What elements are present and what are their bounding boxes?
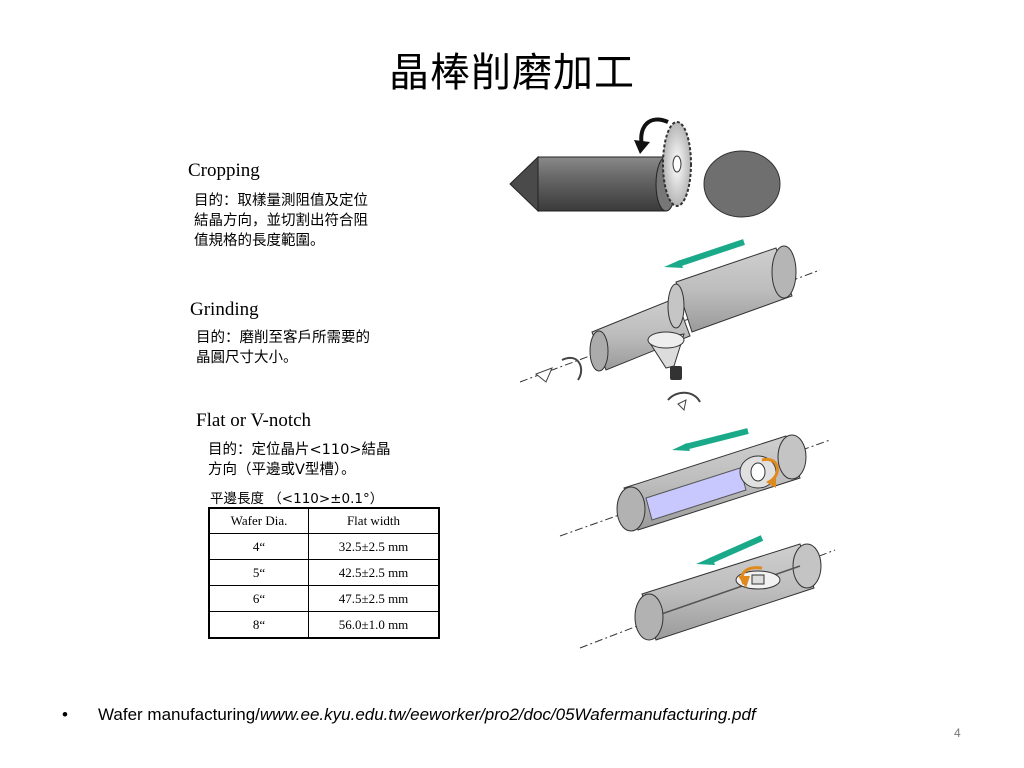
wheel-rotation-icon <box>667 391 701 403</box>
rotation-arrowhead-icon <box>634 140 650 154</box>
flat-notch-description: 目的：定位晶片<110>結晶 方向（平邊或V型槽）。 <box>208 442 391 478</box>
table-row: 4“32.5±2.5 mm <box>208 533 440 560</box>
spindle-rotation-icon <box>561 357 583 381</box>
table-header-row: Wafer Dia. Flat width <box>208 507 440 534</box>
cropping-ingot <box>509 155 677 213</box>
notch-ingot <box>579 543 836 649</box>
page-number: 4 <box>954 726 961 740</box>
reference-prefix: Wafer manufacturing/ <box>98 705 260 724</box>
grinding-description: 目的：磨削至客戶所需要的 晶圓尺寸大小。 <box>196 330 370 366</box>
feed-arrow-icon <box>664 239 745 268</box>
cropping-heading: Cropping <box>188 160 260 181</box>
flat-width-cell: 32.5±2.5 mm <box>308 533 440 560</box>
flat-width-cell: 47.5±2.5 mm <box>308 585 440 612</box>
grinding-ingot <box>519 245 821 383</box>
flat-grinding-wheel-icon <box>739 455 779 489</box>
grinding-wheel-icon <box>647 331 685 380</box>
saw-blade-icon <box>662 121 692 207</box>
column-header-flat-width: Flat width <box>308 507 440 534</box>
spindle-rotation-arrowhead-icon <box>535 367 553 383</box>
table-row: 5“42.5±2.5 mm <box>208 559 440 586</box>
flat-width-cell: 42.5±2.5 mm <box>308 559 440 586</box>
flat-notch-heading: Flat or V-notch <box>196 410 312 431</box>
wafer-dia-cell: 5“ <box>208 559 309 586</box>
grinding-heading: Grinding <box>190 299 259 320</box>
table-row: 6“47.5±2.5 mm <box>208 585 440 612</box>
flat-length-label: 平邊長度 （<110>±0.1°） <box>210 491 384 507</box>
table-row: 8“56.0±1.0 mm <box>208 611 440 639</box>
feed-arrow-icon-2 <box>672 428 749 451</box>
slide-title: 晶棒削磨加工 <box>389 50 635 96</box>
cropping-description: 目的：取樣量測阻值及定位 結晶方向，並切割出符合阻 值規格的長度範圍。 <box>194 193 368 249</box>
ingot-process-illustration <box>509 117 836 649</box>
bullet: • <box>62 705 68 724</box>
flat-ingot <box>559 434 831 537</box>
column-header-wafer-dia: Wafer Dia. <box>208 507 309 534</box>
feed-arrow-icon-3 <box>696 535 764 565</box>
notch-grinding-wheel-icon <box>735 566 781 590</box>
footer-reference: • Wafer manufacturing/www.ee.kyu.edu.tw/e… <box>62 705 756 725</box>
reference-link[interactable]: www.ee.kyu.edu.tw/eeworker/pro2/doc/05Wa… <box>259 705 756 724</box>
wafer-dia-cell: 8“ <box>208 611 309 639</box>
wafer-dia-cell: 4“ <box>208 533 309 560</box>
wafer-dia-cell: 6“ <box>208 585 309 612</box>
cut-slice-disc <box>703 150 781 218</box>
flat-width-cell: 56.0±1.0 mm <box>308 611 440 639</box>
wheel-rotation-arrowhead-icon <box>677 399 687 412</box>
